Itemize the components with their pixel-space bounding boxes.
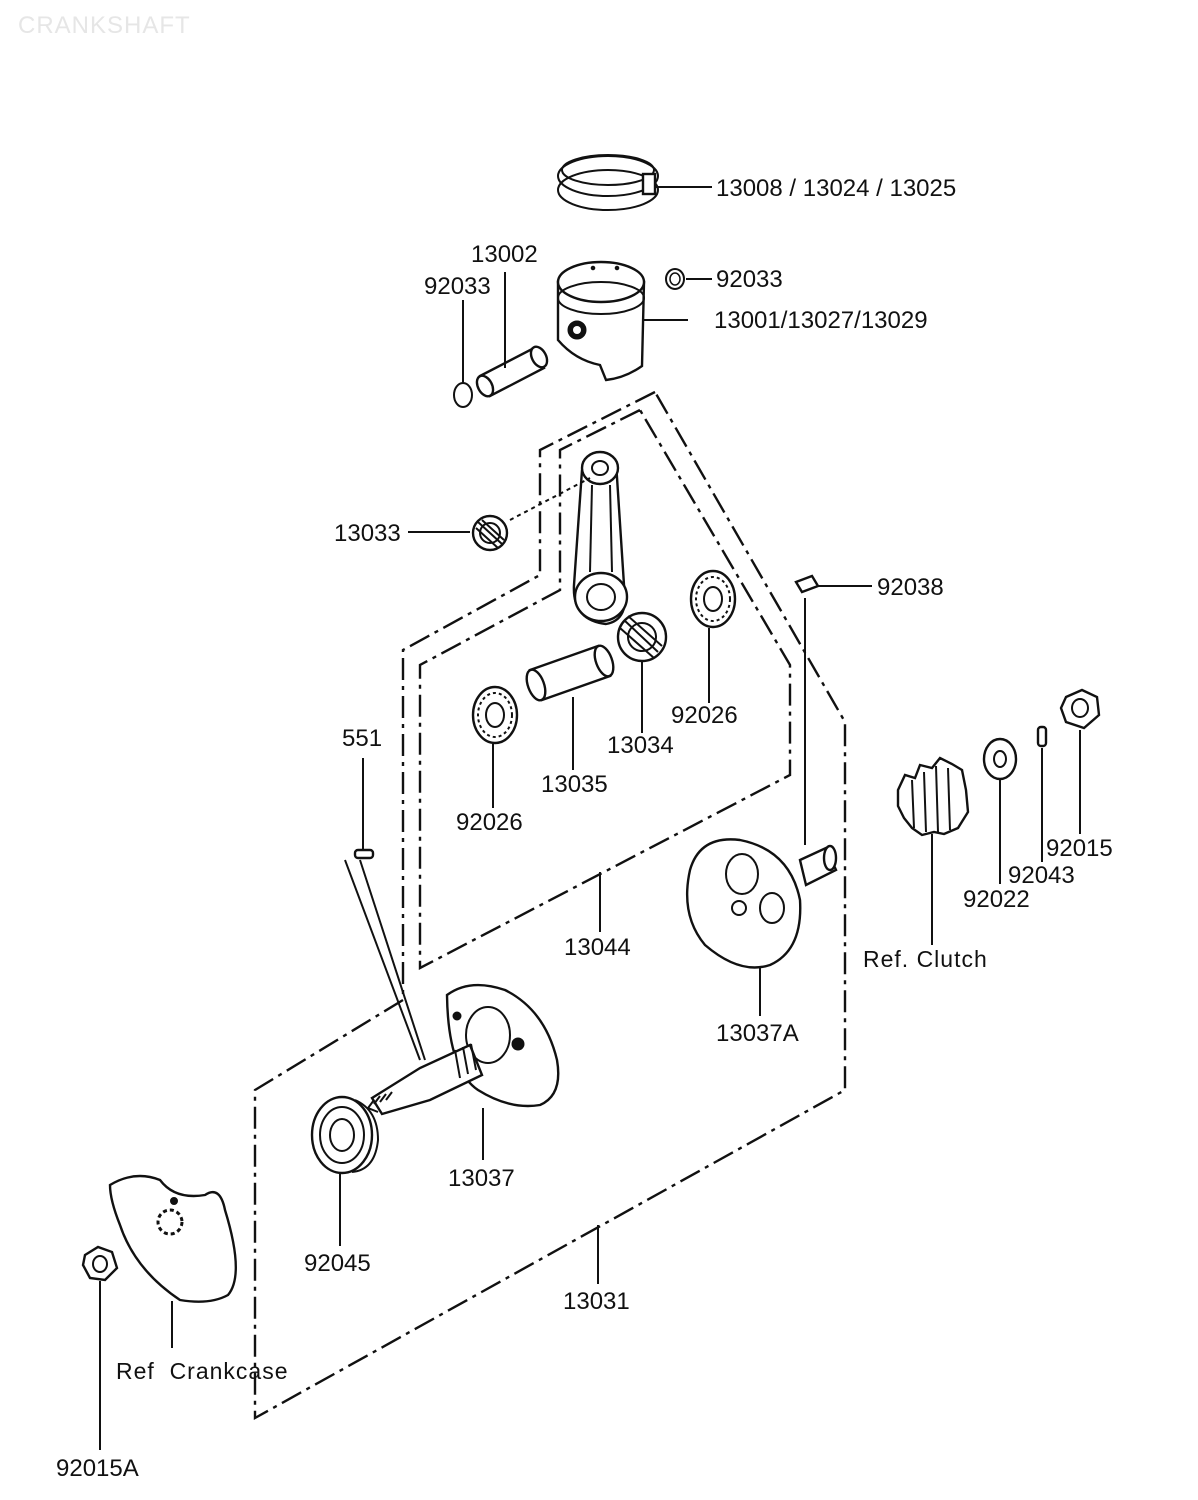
label-flywheel-right: 13037A xyxy=(716,1020,799,1047)
label-ref-crankcase: Ref Crankcase xyxy=(116,1358,289,1384)
piston-pin-part xyxy=(475,345,549,398)
label-nut-92015: 92015 xyxy=(1046,835,1113,862)
pin-551-part xyxy=(353,848,375,860)
label-washer-left: 92026 xyxy=(456,809,523,836)
label-piston: 13001/13027/13029 xyxy=(714,307,928,334)
label-circlip-right: 92033 xyxy=(716,266,783,293)
main-bearing-part xyxy=(310,1095,380,1175)
circlip-right-part xyxy=(665,268,685,290)
label-pin-551: 551 xyxy=(342,725,382,752)
connecting-rod-part xyxy=(572,450,629,626)
circlip-left-part xyxy=(453,382,473,408)
label-nut-92015a: 92015A xyxy=(56,1455,139,1482)
label-crank-pin: 13035 xyxy=(541,771,608,798)
washer-92022-part xyxy=(982,737,1018,781)
label-main-bearing: 92045 xyxy=(304,1250,371,1277)
crankcase-plate-part xyxy=(108,1174,237,1303)
label-pin-92043: 92043 xyxy=(1008,862,1075,889)
conrod-assembly-outline xyxy=(418,408,792,970)
thrust-washer-left-part xyxy=(471,685,519,745)
piston-rings-part xyxy=(557,154,659,211)
key-part xyxy=(794,574,820,594)
nut-92015-part xyxy=(1059,688,1101,730)
small-end-bearing-part xyxy=(471,514,509,552)
label-piston-pin: 13002 xyxy=(471,241,538,268)
label-washer-92022: 92022 xyxy=(963,886,1030,913)
label-key: 92038 xyxy=(877,574,944,601)
nut-92015a-part xyxy=(81,1245,119,1282)
crank-pin-part xyxy=(525,644,615,702)
label-crankshaft-assy: 13031 xyxy=(563,1288,630,1315)
label-flywheel-left: 13037 xyxy=(448,1165,515,1192)
label-big-end-bearing: 13034 xyxy=(607,732,674,759)
label-ref-clutch: Ref. Clutch xyxy=(863,946,988,972)
clutch-gear-part xyxy=(896,756,970,837)
thrust-washer-right-part xyxy=(689,569,737,629)
label-conrod-assy: 13044 xyxy=(564,934,631,961)
right-flywheel-part xyxy=(685,838,838,969)
label-rings: 13008 / 13024 / 13025 xyxy=(716,175,956,202)
crankshaft-assembly-outline xyxy=(253,390,847,1421)
label-circlip-left: 92033 xyxy=(424,273,491,300)
label-small-end-bearing: 13033 xyxy=(334,520,401,547)
piston-part xyxy=(556,260,646,382)
pin-92043-part xyxy=(1036,725,1048,748)
big-end-bearing-part xyxy=(616,611,668,663)
label-washer-right: 92026 xyxy=(671,702,738,729)
left-flywheel-crankshaft-part xyxy=(366,983,560,1116)
page-title: CRANKSHAFT xyxy=(18,12,191,39)
